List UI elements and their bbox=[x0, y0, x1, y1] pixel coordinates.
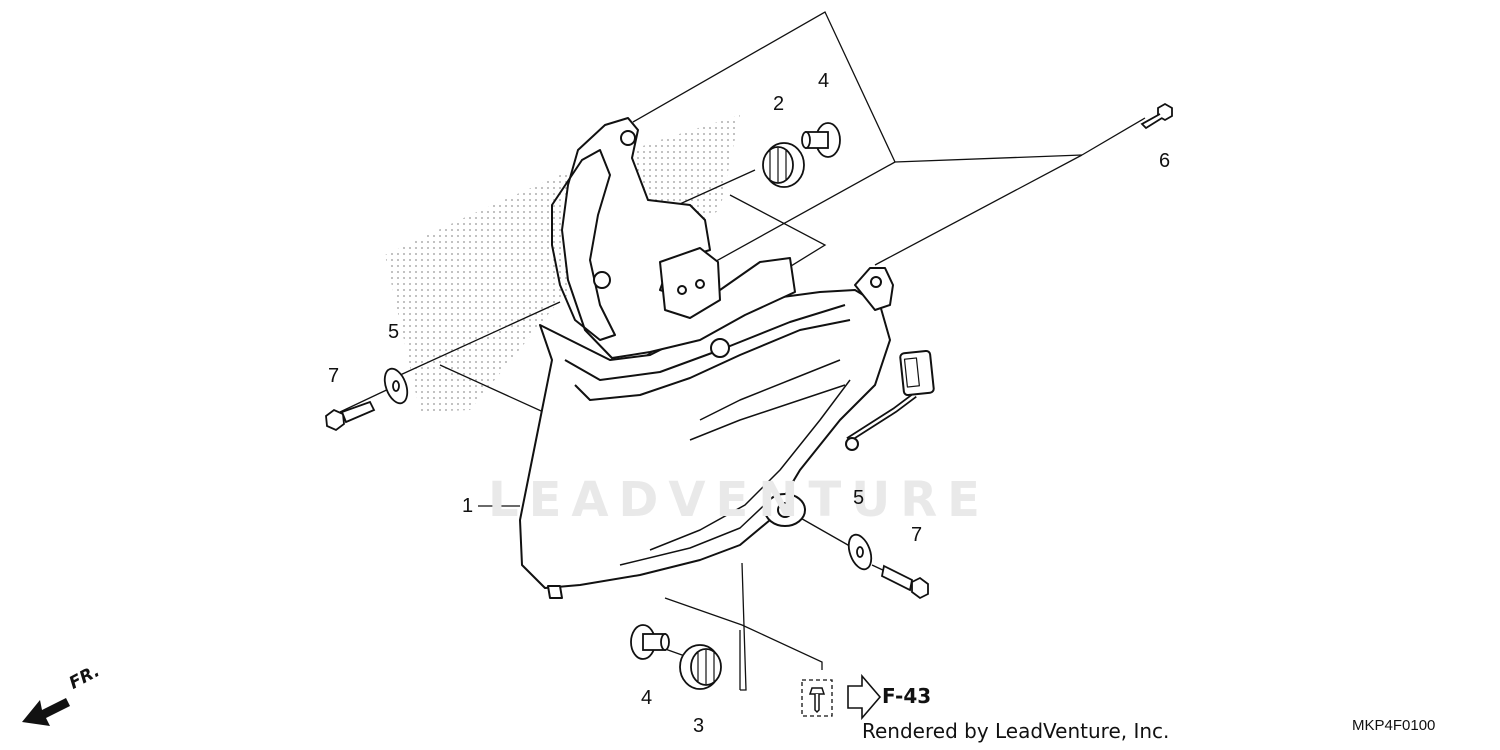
reference-arrow bbox=[847, 673, 882, 721]
screw-upper-right bbox=[1140, 102, 1173, 130]
callout-5-left: 5 bbox=[388, 321, 400, 343]
callout-5-right: 5 bbox=[853, 487, 865, 509]
reference-box bbox=[801, 679, 833, 717]
callout-6: 6 bbox=[1159, 150, 1171, 172]
headlight-assembly bbox=[519, 117, 935, 599]
watermark-text: LEADVENTURE bbox=[488, 472, 990, 528]
washer-right bbox=[847, 533, 873, 571]
grommet-upper bbox=[762, 142, 805, 188]
callout-4-bottom: 4 bbox=[641, 687, 653, 709]
bolt-left bbox=[325, 400, 376, 432]
front-direction-arrow bbox=[22, 698, 70, 726]
callout-1: 1 bbox=[462, 495, 474, 517]
shadow-stipple bbox=[385, 115, 740, 412]
callout-7-left: 7 bbox=[328, 365, 340, 387]
diagram-code: MKP4F0100 bbox=[1352, 717, 1436, 734]
collar-upper bbox=[801, 122, 841, 158]
callout-3: 3 bbox=[693, 715, 705, 737]
collar-lower bbox=[630, 624, 670, 660]
callout-4-top: 4 bbox=[818, 70, 830, 92]
callout-7-right: 7 bbox=[911, 524, 923, 546]
washer-left bbox=[383, 367, 409, 405]
reference-link-label[interactable]: F-43 bbox=[882, 684, 932, 708]
connector-plug bbox=[899, 349, 935, 397]
bolt-right bbox=[880, 564, 929, 600]
callout-2: 2 bbox=[773, 93, 785, 115]
grommet-lower bbox=[679, 644, 722, 690]
render-credit: Rendered by LeadVenture, Inc. bbox=[862, 719, 1170, 743]
